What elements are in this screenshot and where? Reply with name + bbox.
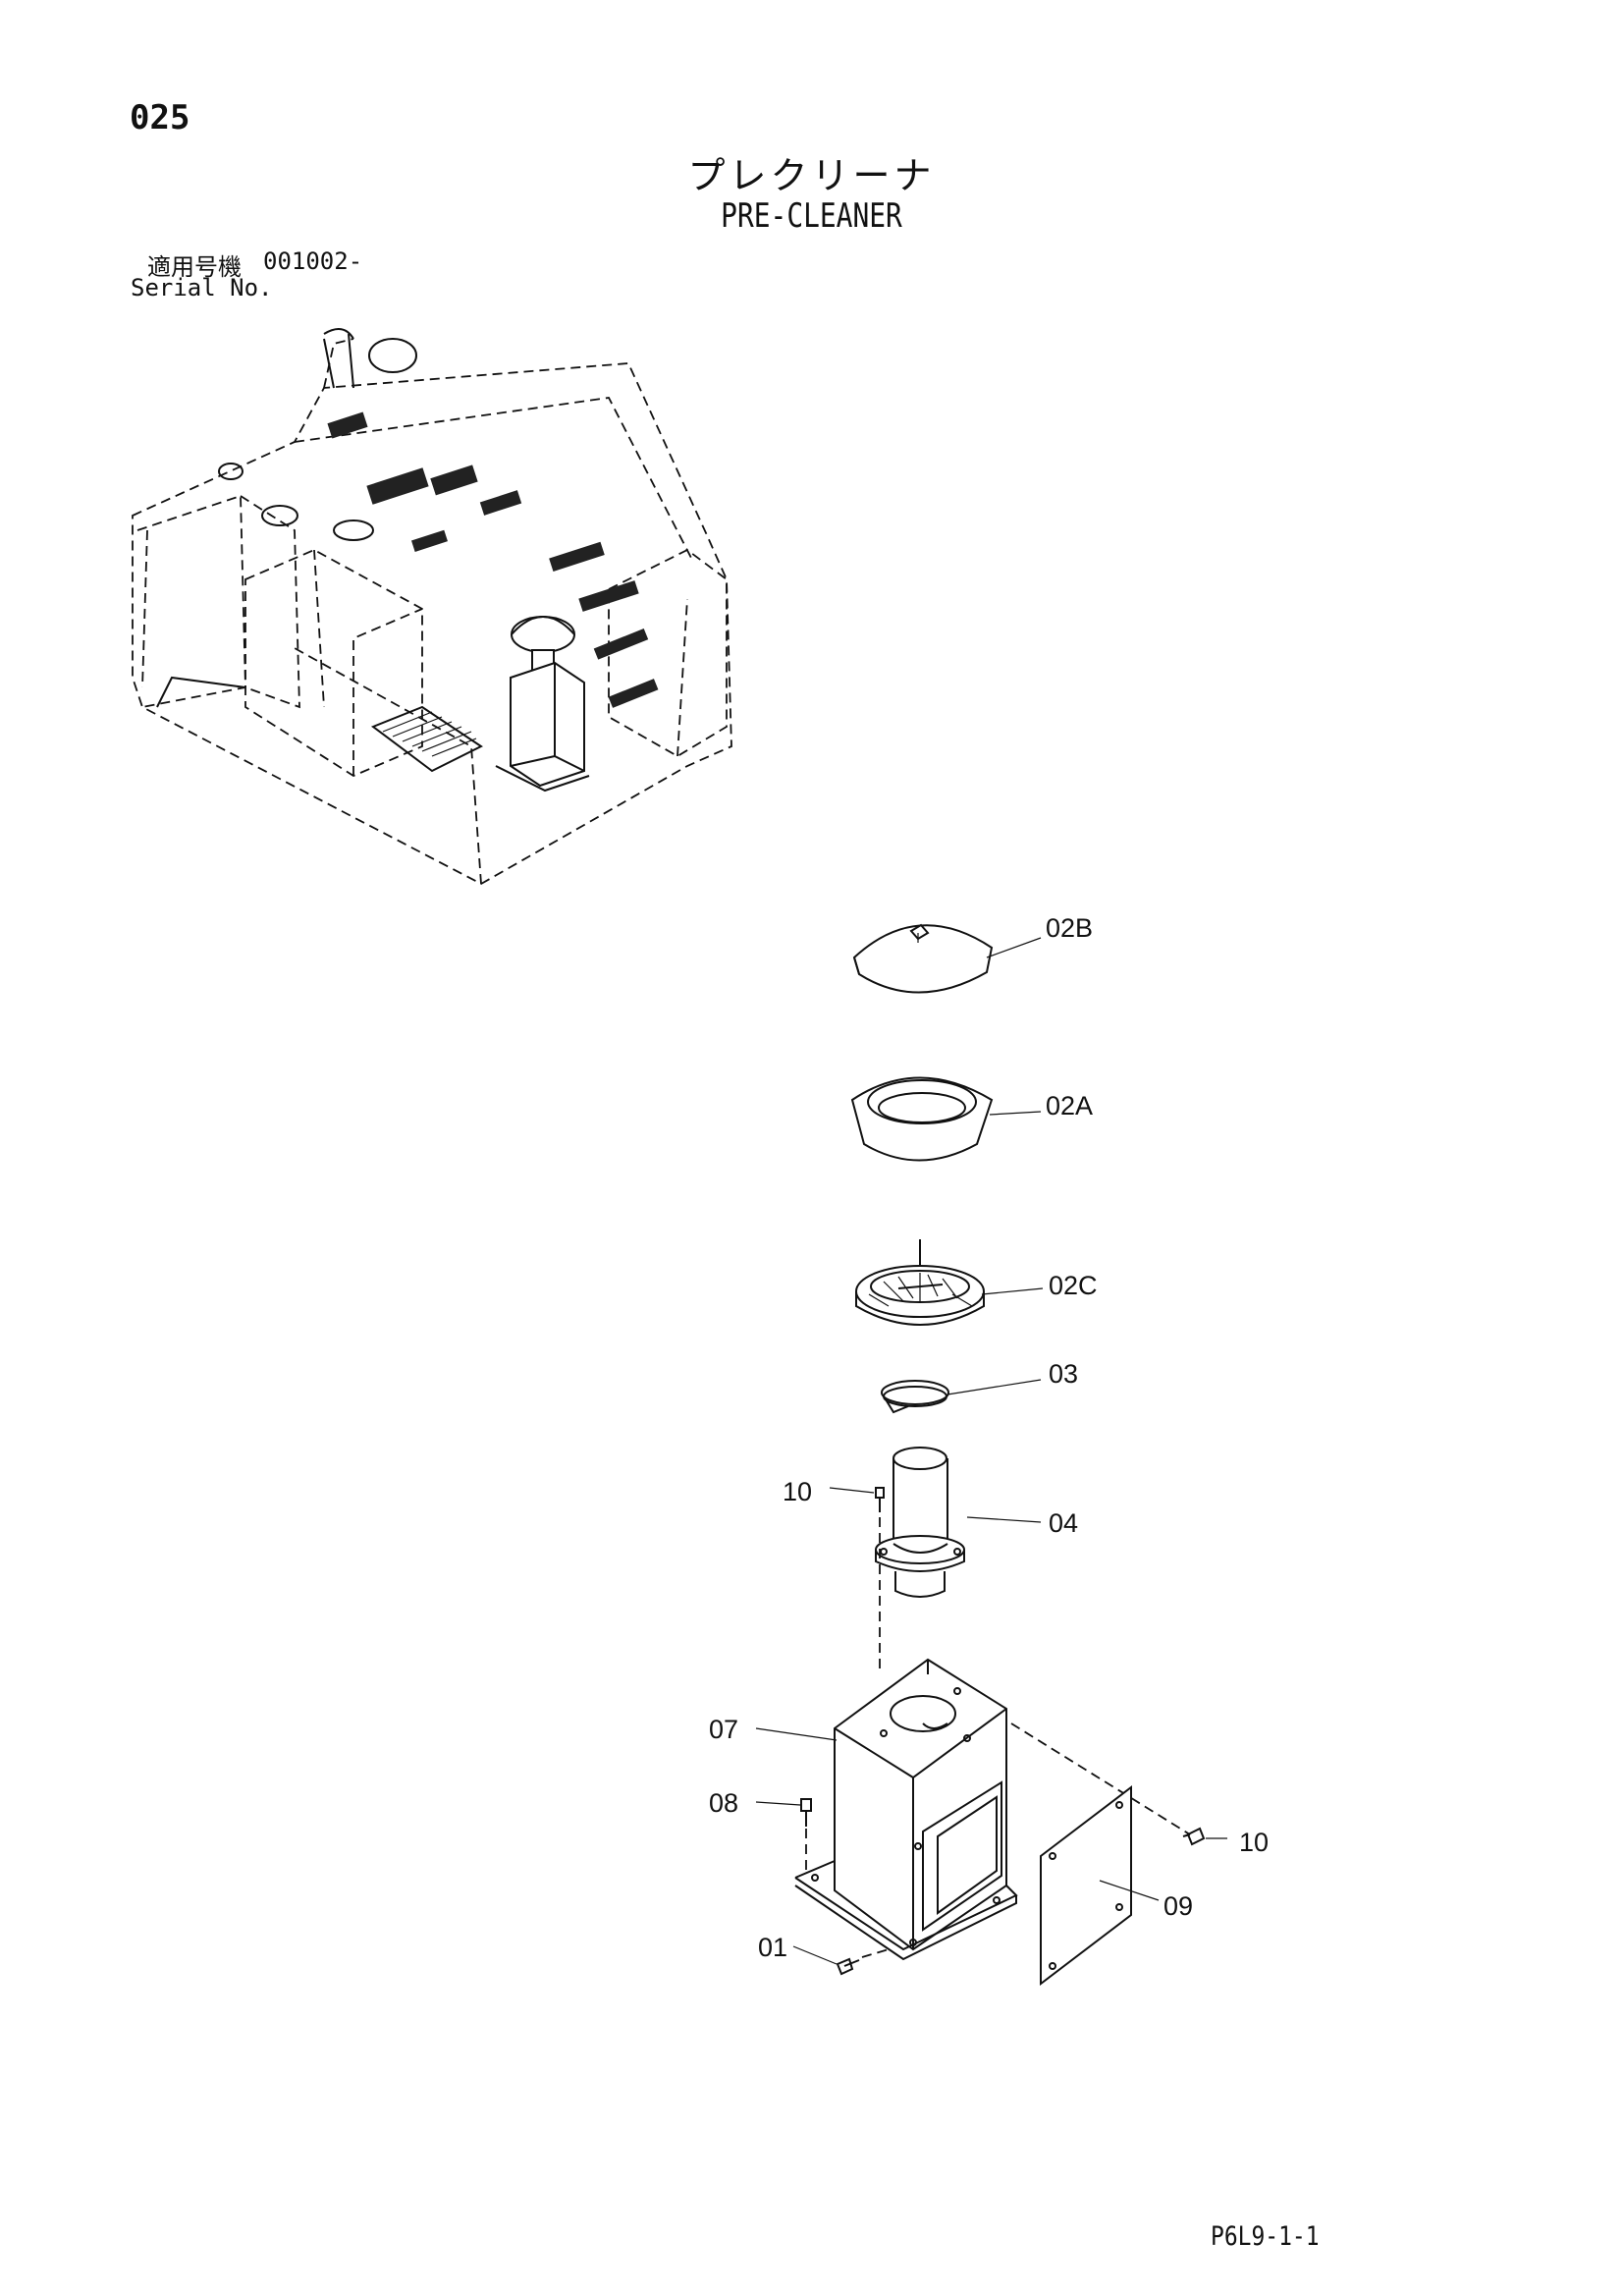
callout-09: 09 (1163, 1891, 1193, 1921)
machine-overview-illustration (132, 328, 732, 886)
leader-lines (755, 937, 1227, 1965)
serial-label-english: Serial No. (131, 274, 273, 301)
callout-10-upper: 10 (783, 1477, 812, 1506)
part-01-bolt (836, 1948, 890, 1976)
callout-04: 04 (1049, 1508, 1078, 1538)
callout-02A: 02A (1046, 1091, 1093, 1121)
drawing-code: P6L9-1-1 (1211, 2221, 1320, 2252)
title-japanese: プレクリーナ (687, 154, 936, 197)
part-02B-rain-cap (852, 923, 994, 994)
callout-07: 07 (709, 1715, 738, 1744)
part-09-cover-plate (1040, 1784, 1132, 1987)
part-02C-fan-element (855, 1239, 985, 1326)
callout-01: 01 (758, 1933, 787, 1962)
part-10-bolt-upper (875, 1487, 885, 1512)
part-07-stand-box (794, 1658, 1018, 1961)
serial-number-value: 001002- (263, 247, 363, 275)
page-number: 025 (130, 98, 190, 137)
callout-02B: 02B (1046, 913, 1093, 943)
part-08-bolt (800, 1798, 812, 1876)
callout-02C: 02C (1049, 1271, 1098, 1300)
title-english: PRE-CLEANER (721, 196, 902, 236)
callout-10-right: 10 (1239, 1828, 1269, 1857)
part-04-inlet-pipe (875, 1447, 965, 1598)
callout-03: 03 (1049, 1359, 1078, 1389)
part-03-band-clamp (881, 1380, 949, 1414)
serial-label-japanese: 適用号機 (147, 253, 242, 281)
part-02A-cone-body (850, 1076, 994, 1162)
part-10-bolt-right (1182, 1827, 1206, 1846)
callout-08: 08 (709, 1788, 738, 1818)
